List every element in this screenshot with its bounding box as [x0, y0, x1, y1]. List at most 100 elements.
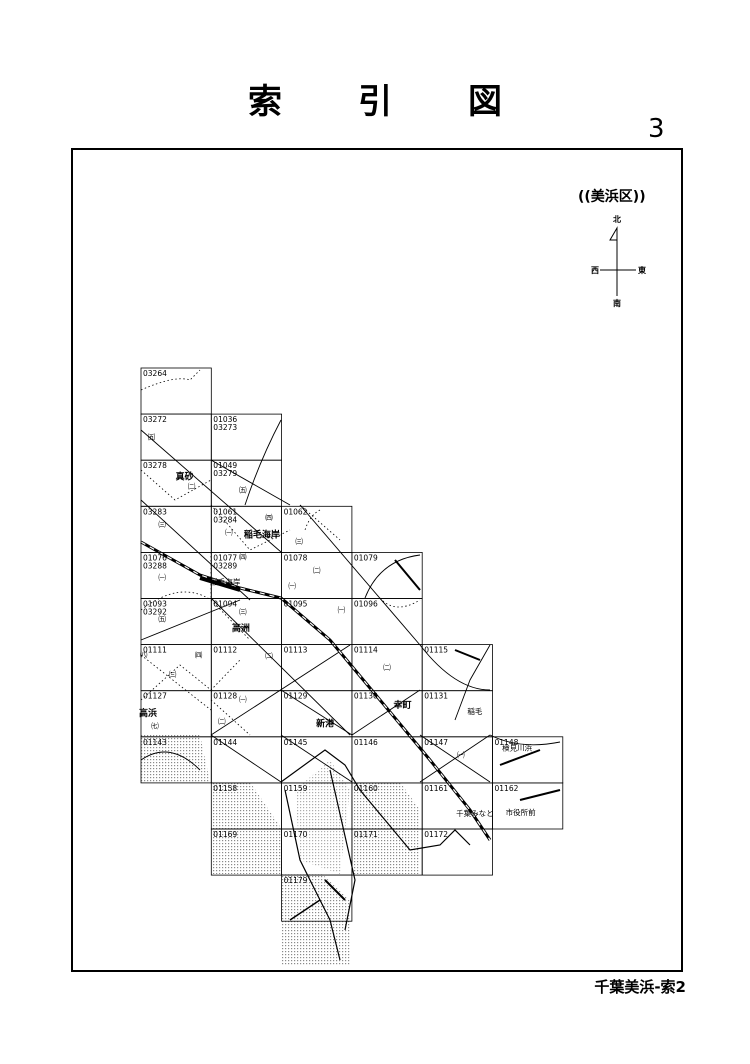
tile-code: 01113 — [284, 646, 308, 655]
tile-code: 01076 — [143, 553, 167, 562]
tile-code: 01131 — [424, 692, 448, 701]
tile-code: 03264 — [143, 369, 167, 378]
chome-label: ㈣ — [195, 651, 203, 660]
boundary-lines — [140, 369, 421, 736]
page-number: 3 — [648, 114, 665, 144]
tile-code: 01158 — [213, 784, 237, 793]
tile-code: 01129 — [284, 692, 308, 701]
chome-label: ㈡ — [313, 565, 321, 575]
chome-label: ㈦ — [151, 721, 159, 731]
station-label: 千葉みなと — [456, 808, 494, 818]
tile-code: 01161 — [424, 784, 448, 793]
grid-tile[interactable] — [281, 874, 353, 922]
chome-label: ㈡ — [218, 716, 226, 726]
chome-label: ㈡ — [188, 481, 196, 491]
chome-label: ㈢ — [169, 669, 177, 679]
tile-code: 01115 — [424, 646, 448, 655]
place-label: 稲毛海岸 — [244, 529, 280, 541]
tile-code: 03278 — [143, 461, 167, 470]
chome-label: ㈤ — [239, 484, 247, 494]
chome-label: ㈡ — [265, 650, 273, 660]
tile-code: 01162 — [495, 784, 519, 793]
chome-label: ㈣ — [265, 513, 273, 522]
tile-code: 03292 — [143, 608, 167, 617]
tile-code: 01159 — [284, 784, 308, 793]
tile-code: 01130 — [354, 692, 378, 701]
tile-code: 03288 — [143, 561, 167, 570]
tile-code: 01077 — [213, 553, 237, 562]
chome-label: ㈠ — [338, 604, 346, 614]
chome-label: ㈠ — [225, 527, 233, 537]
tile-code: 01146 — [354, 738, 378, 747]
chome-label: ㈡ — [383, 662, 391, 672]
tile-code: 01078 — [284, 553, 308, 562]
tile-code: 01160 — [354, 784, 378, 793]
roads-layer — [140, 419, 561, 783]
grid-tile[interactable] — [492, 782, 564, 830]
tile-code: 01144 — [213, 738, 237, 747]
tile-code: 03283 — [143, 507, 167, 516]
tile-code: 01094 — [213, 600, 237, 609]
tile-code: 01147 — [424, 738, 448, 747]
tile-code: 01127 — [143, 692, 167, 701]
tile-code: 01179 — [284, 876, 308, 885]
coastline — [280, 749, 471, 961]
chome-label: ㈠ — [288, 580, 296, 590]
tile-code: 01111 — [143, 646, 167, 655]
tile-code: 03273 — [213, 423, 237, 432]
tile-code: 01170 — [284, 830, 308, 839]
tile-code: 01145 — [284, 738, 308, 747]
chome-label: ㈢ — [239, 607, 247, 617]
chome-label: ㈧ — [140, 651, 148, 660]
title-char-3: 図 — [468, 82, 502, 122]
chome-label: ㈠ — [239, 694, 247, 704]
sheet-id: 千葉美浜-索2 — [594, 978, 686, 996]
tile-code: 01079 — [354, 553, 378, 562]
place-label: 高洲 — [232, 622, 250, 634]
chome-label: ㈤ — [148, 431, 156, 441]
tile-code: 01171 — [354, 830, 378, 839]
tile-code: 03272 — [143, 415, 167, 424]
chome-label: ㈠ — [457, 750, 465, 760]
tile-code: 01062 — [284, 507, 308, 516]
reclaimed-area-hatching — [141, 735, 420, 966]
chome-label: ㈣ — [239, 552, 247, 561]
tile-code: 03279 — [213, 469, 237, 478]
tile-code: 01096 — [354, 600, 378, 609]
chome-label: ㈢ — [158, 519, 166, 529]
place-label: 高浜 — [139, 707, 157, 719]
place-label: 稲毛海岸 — [210, 577, 240, 587]
tile-code: 01095 — [284, 600, 308, 609]
station-label: 市役所前 — [506, 807, 536, 817]
tile-code: 01114 — [354, 646, 378, 655]
title-char-1: 索 — [248, 82, 282, 122]
chome-label: ㈠ — [158, 572, 166, 582]
station-label: 検見川浜 — [502, 743, 532, 753]
tile-code: 03284 — [213, 515, 237, 524]
station-label: 稲毛 — [467, 706, 482, 716]
railway-lines — [140, 540, 561, 921]
chome-label: ㈢ — [295, 536, 303, 546]
tile-code: 01128 — [213, 692, 237, 701]
tile-code: 01148 — [495, 738, 519, 747]
grid-tile[interactable] — [421, 828, 493, 876]
place-label: 新港 — [316, 718, 335, 730]
page-title: 索引図 — [0, 74, 750, 123]
ward-label: ((美浜区)) — [578, 189, 646, 205]
tile-code: 01169 — [213, 830, 237, 839]
tile-code: 01036 — [213, 415, 237, 424]
tile-code: 01061 — [213, 507, 237, 516]
index-grid — [140, 367, 564, 922]
tile-code: 01112 — [213, 646, 237, 655]
tile-code: 01143 — [143, 738, 167, 747]
tile-code: 01172 — [424, 830, 448, 839]
tile-code: 01093 — [143, 600, 167, 609]
tile-code: 01049 — [213, 461, 237, 470]
tile-code: 03289 — [213, 561, 237, 570]
place-label: 幸町 — [394, 699, 412, 711]
map-frame — [71, 148, 683, 972]
chome-label: ㈤ — [158, 614, 166, 624]
place-label: 真砂 — [176, 471, 194, 483]
title-char-2: 引 — [358, 82, 392, 122]
